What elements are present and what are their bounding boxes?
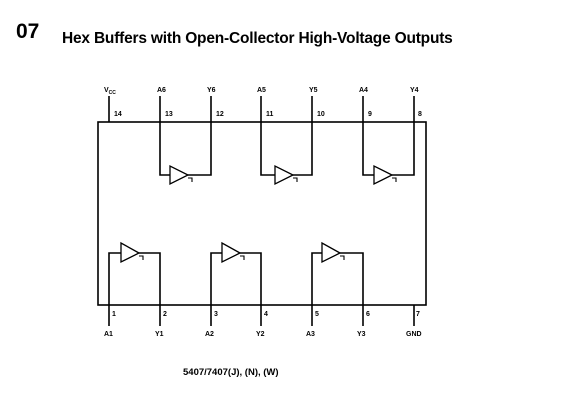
pin-number-12: 12: [216, 111, 224, 118]
pin-number-4: 4: [264, 311, 268, 318]
datasheet-number: 07: [16, 20, 40, 43]
pin-label-a6: A6: [157, 87, 166, 94]
pin-number-2: 2: [163, 311, 167, 318]
buffer-gate-5: [260, 122, 313, 186]
pin-label-y5: Y5: [309, 87, 318, 94]
pin-label-y4: Y4: [410, 87, 419, 94]
pin-number-3: 3: [214, 311, 218, 318]
pin-number-14: 14: [114, 111, 122, 118]
pin-number-10: 10: [317, 111, 325, 118]
buffer-gate-2: [210, 241, 262, 305]
bottom-pin-stubs: [108, 305, 415, 326]
buffer-gate-6: [159, 122, 212, 186]
pin-label-a3: A3: [306, 331, 315, 338]
package-caption: 5407/7407(J), (N), (W): [183, 367, 279, 378]
pin-number-13: 13: [165, 111, 173, 118]
chip-body: [97, 121, 427, 306]
top-pin-stubs: [108, 96, 415, 122]
pin-label-gnd: GND: [406, 331, 422, 338]
buffer-gate-1: [108, 241, 161, 305]
pin-number-9: 9: [368, 111, 372, 118]
pin-label-y3: Y3: [357, 331, 366, 338]
pin-label-y2: Y2: [256, 331, 265, 338]
pin-number-8: 8: [418, 111, 422, 118]
pin-number-6: 6: [366, 311, 370, 318]
pin-label-a2: A2: [205, 331, 214, 338]
pin-number-5: 5: [315, 311, 319, 318]
pin-label-y6: Y6: [207, 87, 216, 94]
datasheet-title: Hex Buffers with Open-Collector High-Vol…: [62, 30, 453, 47]
pin-number-7: 7: [416, 311, 420, 318]
pin-label-a1: A1: [104, 331, 113, 338]
buffer-gate-3: [311, 241, 364, 305]
pin-number-11: 11: [266, 111, 274, 118]
buffer-gate-4: [362, 122, 415, 186]
pin-number-1: 1: [112, 311, 116, 318]
pin-label-a5: A5: [257, 87, 266, 94]
pin-label-a4: A4: [359, 87, 368, 94]
pin-label-y1: Y1: [155, 331, 164, 338]
pin-label-vcc: VCC: [104, 87, 116, 96]
